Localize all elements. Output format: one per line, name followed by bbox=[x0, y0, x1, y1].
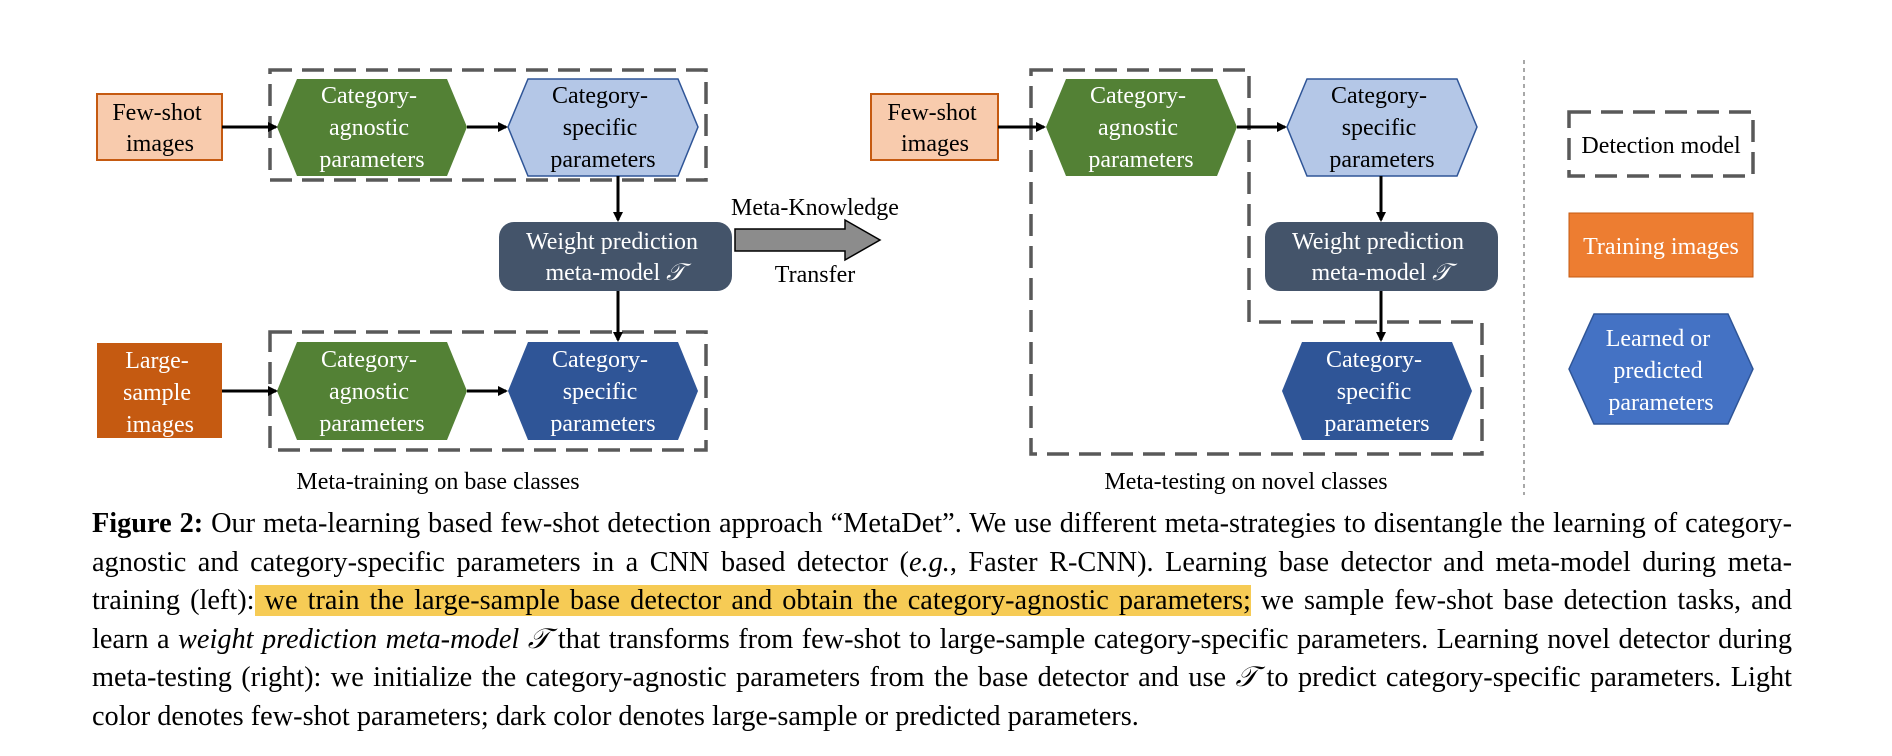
caption-symbol-1: 𝒯 bbox=[527, 623, 550, 655]
legend: Detection model Training images Learned … bbox=[1567, 110, 1755, 425]
transfer-label-top: Meta-Knowledge bbox=[731, 195, 899, 221]
category-specific-hexagon-bottom bbox=[508, 342, 698, 440]
legend-training-images-label: Training images bbox=[1583, 234, 1739, 260]
legend-detection-model-label: Detection model bbox=[1581, 133, 1741, 159]
caption-text-5: to predict category-specific parameters.… bbox=[92, 662, 1792, 732]
legend-training-images-box bbox=[1568, 212, 1754, 278]
few-shot-images-box bbox=[96, 93, 223, 161]
category-specific-label-bottom: Category- specific parameters bbox=[550, 347, 655, 437]
caption-text-3: we sample few-shot base detection tasks,… bbox=[92, 585, 1792, 655]
caption-italic-term: weight prediction meta-model bbox=[178, 623, 520, 655]
figure-caption: Figure 2: Our meta-learning based few-sh… bbox=[92, 505, 1792, 737]
category-specific-hexagon-light-right bbox=[1286, 78, 1478, 177]
category-specific-label-dark-right: Category- specific parameters bbox=[1324, 347, 1429, 437]
large-sample-images-box bbox=[97, 343, 222, 438]
caption-highlight: we train the large-sample base detector … bbox=[254, 585, 1251, 617]
caption-label: Figure 2: bbox=[92, 508, 204, 539]
meta-testing-label: Meta-testing on novel classes bbox=[1104, 469, 1387, 495]
figure-diagram: Few-shot images Category- agnostic param… bbox=[96, 60, 1755, 495]
category-agnostic-hexagon-top bbox=[277, 79, 467, 176]
meta-training-label: Meta-training on base classes bbox=[296, 469, 579, 495]
category-specific-hexagon-dark-right bbox=[1282, 342, 1472, 440]
weight-prediction-label-right: Weight prediction meta-model 𝒯 bbox=[1292, 229, 1470, 286]
category-specific-label-light-right: Category- specific parameters bbox=[1329, 83, 1434, 173]
large-sample-images-label: Large- sample images bbox=[123, 348, 197, 438]
few-shot-images-box-right bbox=[870, 93, 999, 161]
legend-learned-parameters-label: Learned or predicted parameters bbox=[1606, 326, 1717, 416]
meta-testing-panel: Few-shot images Category- agnostic param… bbox=[870, 68, 1498, 495]
caption-text-4: that transforms from few-shot to large-s… bbox=[92, 623, 1793, 694]
few-shot-images-label: Few-shot images bbox=[112, 100, 207, 157]
caption-text-1: Our meta-learning based few-shot detecti… bbox=[92, 508, 1792, 578]
category-agnostic-hexagon-bottom bbox=[277, 342, 467, 440]
few-shot-images-label-right: Few-shot images bbox=[887, 100, 982, 157]
category-agnostic-label-right: Category- agnostic parameters bbox=[1088, 83, 1193, 173]
meta-knowledge-transfer: Meta-Knowledge Transfer bbox=[731, 195, 899, 288]
detection-model-box-bottom bbox=[268, 330, 708, 452]
weight-prediction-box-left bbox=[499, 222, 732, 291]
category-specific-hexagon-top bbox=[507, 78, 699, 177]
legend-learned-parameters-hexagon bbox=[1568, 313, 1754, 425]
legend-detection-model-box bbox=[1567, 110, 1755, 178]
category-agnostic-hexagon-right bbox=[1046, 79, 1237, 176]
category-agnostic-label-top: Category- agnostic parameters bbox=[319, 83, 424, 173]
caption-symbol-2: 𝒯 bbox=[1235, 662, 1258, 694]
weight-prediction-box-right bbox=[1265, 222, 1498, 291]
transfer-arrow-icon bbox=[734, 218, 882, 262]
meta-training-panel: Few-shot images Category- agnostic param… bbox=[96, 68, 732, 495]
transfer-label-bottom: Transfer bbox=[775, 262, 855, 288]
category-specific-label-top: Category- specific parameters bbox=[550, 83, 655, 173]
caption-eg: e.g. bbox=[908, 546, 950, 578]
caption-text-2: , Faster R-CNN). Learning base detector … bbox=[92, 546, 1793, 617]
detection-model-outline-right bbox=[1029, 68, 1484, 456]
category-agnostic-label-bottom: Category- agnostic parameters bbox=[319, 347, 424, 437]
